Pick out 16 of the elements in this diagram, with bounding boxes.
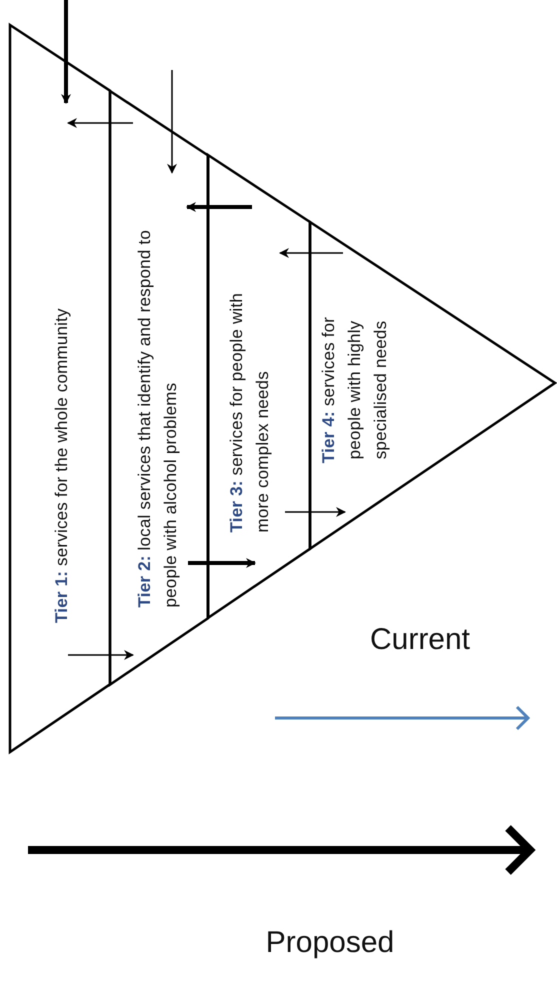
tier-band [208, 155, 310, 618]
arrow [61, 0, 71, 104]
arrow [68, 650, 134, 660]
arrow [285, 507, 346, 517]
arrow [186, 202, 252, 212]
tier-description: Tier 2: local services that identify and respond to people with alcohol problems [134, 228, 181, 608]
arrow [167, 70, 177, 174]
tier-band [110, 90, 208, 684]
tier-band [10, 25, 110, 752]
arrow-caption: Current [370, 623, 470, 657]
arrow [188, 558, 256, 568]
arrow [67, 118, 133, 128]
arrow-caption: Proposed [266, 926, 394, 960]
tier-description: Tier 1: services for the whole community [51, 307, 72, 623]
tier-band [310, 222, 555, 549]
arrow [279, 248, 343, 258]
